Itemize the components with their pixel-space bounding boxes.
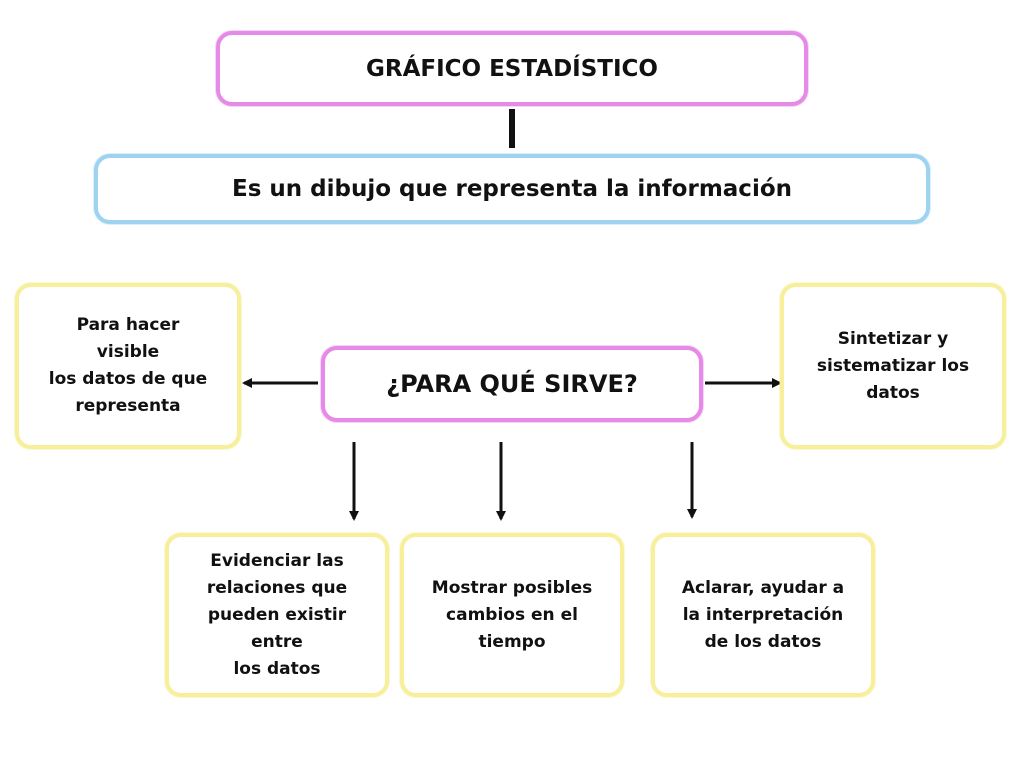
title-box: GRÁFICO ESTADÍSTICO xyxy=(216,31,808,106)
bottom-purpose-box-1: Evidenciar las relaciones que pueden exi… xyxy=(165,533,389,697)
left-purpose-box: Para hacer visible los datos de que repr… xyxy=(15,283,241,449)
right-purpose-box: Sintetizar y sistematizar los datos xyxy=(780,283,1006,449)
bottom-purpose-text-1: Evidenciar las relaciones que pueden exi… xyxy=(206,550,348,679)
left-purpose-text: Para hacer visible los datos de que repr… xyxy=(48,315,208,416)
question-text: ¿PARA QUÉ SIRVE? xyxy=(386,370,638,398)
bottom-purpose-text-3: Aclarar, ayudar a la interpretación de l… xyxy=(681,577,845,652)
bottom-purpose-box-2: Mostrar posibles cambios en el tiempo xyxy=(400,533,624,697)
bottom-purpose-text-2: Mostrar posibles cambios en el tiempo xyxy=(431,577,593,652)
diagram-title: GRÁFICO ESTADÍSTICO xyxy=(366,55,658,82)
bottom-purpose-box-3: Aclarar, ayudar a la interpretación de l… xyxy=(651,533,875,697)
right-purpose-text: Sintetizar y sistematizar los datos xyxy=(816,328,970,403)
question-box: ¿PARA QUÉ SIRVE? xyxy=(321,346,703,422)
definition-box: Es un dibujo que representa la informaci… xyxy=(94,154,930,224)
definition-text: Es un dibujo que representa la informaci… xyxy=(231,176,793,202)
